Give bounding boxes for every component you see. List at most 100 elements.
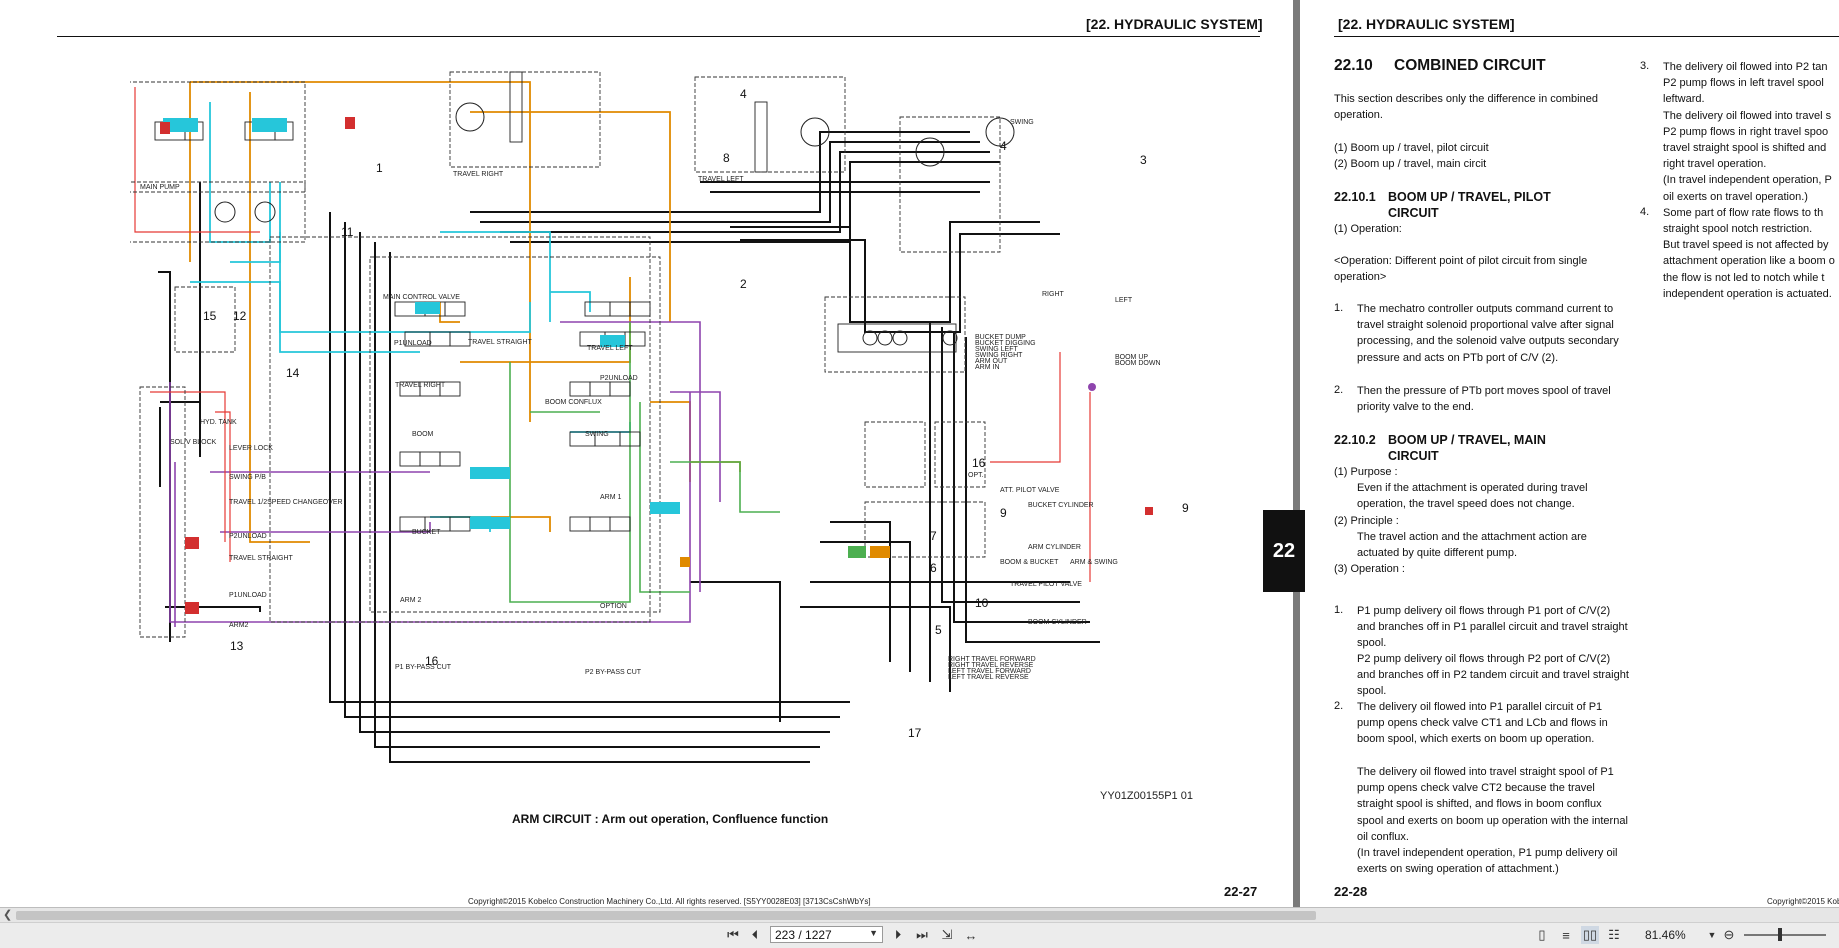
label-arm1: ARM 1 [600,494,622,501]
label-lever-lock: LEVER LOCK [229,445,273,452]
label-arm2-sol: ARM2 [229,622,249,629]
subsection-1-number: 22.10.1 [1334,190,1376,204]
section-title: COMBINED CIRCUIT [1394,57,1546,74]
label-left: LEFT [1115,297,1133,304]
zoom-level[interactable]: 81.46% [1645,928,1686,942]
label-boom-conflux: BOOM CONFLUX [545,399,602,406]
label-travel-left: TRAVEL LEFT [698,176,744,183]
operation-item-1b: P2 pump delivery oil flows through P2 po… [1357,653,1629,698]
label-boom-down: BOOM DOWN [1115,360,1161,367]
zoom-menu-icon[interactable]: ▼ [1707,930,1717,940]
prev-page-icon[interactable]: ⏴ [751,927,759,942]
subsection-1-item-2: Then the pressure of PTb port moves spoo… [1357,385,1611,414]
zoom-slider-track[interactable] [1744,934,1826,936]
label-arm-in: ARM IN [975,364,1000,371]
label-boom-bucket: BOOM & BUCKET [1000,559,1059,566]
callout-6: 6 [930,561,937,575]
list-item-1: (1) Boom up / travel, pilot circuit [1334,142,1489,154]
callout-4a: 4 [740,87,747,101]
label-swing: SWING [1010,119,1034,126]
first-page-icon[interactable]: ⏮ [727,927,739,942]
operation-label: (3) Operation : [1334,563,1405,575]
label-right: RIGHT [1042,291,1065,298]
list-item-2: (2) Boom up / travel, main circit [1334,158,1487,170]
callout-7: 7 [930,529,937,543]
label-travel-speed: TRAVEL 1/2SPEED CHANGEOVER [229,499,343,506]
label-travel-right: TRAVEL RIGHT [453,171,504,178]
callout-9b: 9 [1182,501,1189,515]
scroll-left-icon[interactable]: ❮ [3,909,13,921]
page-number: 22-28 [1334,884,1368,899]
principle-text: The travel action and the attachment act… [1357,531,1587,560]
page-input-value: 223 / 1227 [775,927,832,942]
operation-item-1a: P1 pump delivery oil flows through P1 po… [1357,605,1628,650]
label-p1-bypass: P1 BY-PASS CUT [395,664,452,671]
copyright-text: Copyright©2015 Kobelco Construction Mach… [468,897,871,906]
figure-caption: ARM CIRCUIT : Arm out operation, Conflue… [512,812,829,826]
single-page-icon[interactable]: ▯ [1538,927,1546,942]
page-gap [1293,0,1300,907]
label-bucket-cylinder: BUCKET CYLINDER [1028,502,1094,509]
label-boom-up: BOOM UP [1115,354,1148,361]
operation-item-2a: The delivery oil flowed into P1 parallel… [1357,701,1608,746]
chapter-tab: 22 [1263,510,1305,592]
label-travel-straight: TRAVEL STRAIGHT [468,339,533,346]
callout-15: 15 [203,309,217,323]
label-att-pilot-valve: ATT. PILOT VALVE [1000,487,1060,494]
drawing-number: YY01Z00155P1 01 [1100,790,1193,802]
callout-11: 11 [341,225,354,239]
subsection-1-item-1: The mechatro controller outputs command … [1357,303,1619,364]
label-travel-straight-sol: TRAVEL STRAIGHT [229,555,294,562]
last-page-icon[interactable]: ⏭ [916,927,928,942]
callout-2: 2 [740,277,747,291]
page-22-27: [22. HYDRAULIC SYSTEM] [0,0,1293,907]
label-left-travel-reverse: LEFT TRAVEL REVERSE [948,674,1029,681]
continuous-icon[interactable]: ≡ [1562,927,1570,943]
label-p2-unload: P2UNLOAD [600,375,638,382]
col2-text: The delivery oil flowed into P2 tan P2 p… [1663,61,1835,300]
callout-5: 5 [935,623,942,637]
section-number: 22.10 [1334,57,1373,74]
label-swing-spool: SWING [585,431,609,438]
chevron-down-icon[interactable]: ▼ [869,928,878,938]
callout-14: 14 [286,366,300,380]
callout-4b: 4 [1000,139,1007,153]
operation-item-2b: The delivery oil flowed into travel stra… [1357,766,1628,843]
subsection-1-operation: (1) Operation: [1334,223,1402,235]
label-main-control-valve: MAIN CONTROL VALVE [383,294,460,301]
label-bucket: BUCKET [412,529,441,536]
label-p2-unload-sol: P2UNLOAD [229,533,267,540]
label-arm-cylinder: ARM CYLINDER [1028,544,1081,551]
label-left-travel-forward: LEFT TRAVEL FORWARD [948,668,1031,675]
scrollbar-thumb[interactable] [16,911,1316,920]
label-arm-out: ARM OUT [975,358,1008,365]
document-viewer[interactable]: [22. HYDRAULIC SYSTEM] [0,0,1839,907]
next-page-icon[interactable]: ⏵ [894,927,902,942]
fit-width-icon[interactable]: ↔ [964,927,978,943]
page-number-input[interactable]: 223 / 1227 ▼ [770,926,883,943]
callout-16a: 16 [425,654,439,668]
label-bucket-dump: BUCKET DUMP [975,334,1026,341]
label-travel-right-spool: TRAVEL RIGHT [395,382,446,389]
label-p2-bypass: P2 BY-PASS CUT [585,669,642,676]
fit-page-icon[interactable]: ⇲ [941,927,953,942]
label-bucket-digging: BUCKET DIGGING [975,340,1036,347]
principle-label: (2) Principle : [1334,515,1399,527]
subsection-1-title: BOOM UP / TRAVEL, PILOT CIRCUIT [1388,190,1551,221]
page-header: [22. HYDRAULIC SYSTEM] [1086,16,1263,32]
callout-9a: 9 [1000,506,1007,520]
callout-10: 10 [975,596,989,610]
label-swing-right: SWING RIGHT [975,352,1023,359]
label-solv-block: SOL/V BLOCK [170,439,217,446]
two-page-icon[interactable]: ▯▯ [1581,926,1599,944]
two-page-continuous-icon[interactable]: ☷ [1608,927,1620,942]
callout-12: 12 [233,309,247,323]
bottom-toolbar: ⏮ ⏴ 223 / 1227 ▼ ⏵ ⏭ ⇲ ↔ ▯ ≡ ▯▯ ☷ 81.46%… [0,922,1839,948]
horizontal-scrollbar[interactable]: ❮ [0,907,1839,923]
label-right-travel-reverse: RIGHT TRAVEL REVERSE [948,662,1034,669]
purpose-text: Even if the attachment is operated durin… [1357,482,1588,511]
zoom-slider-thumb[interactable] [1778,928,1782,941]
zoom-out-icon[interactable]: ⊖ [1723,927,1735,942]
label-right-travel-forward: RIGHT TRAVEL FORWARD [948,656,1036,663]
intro-text: This section describes only the differen… [1334,93,1598,122]
